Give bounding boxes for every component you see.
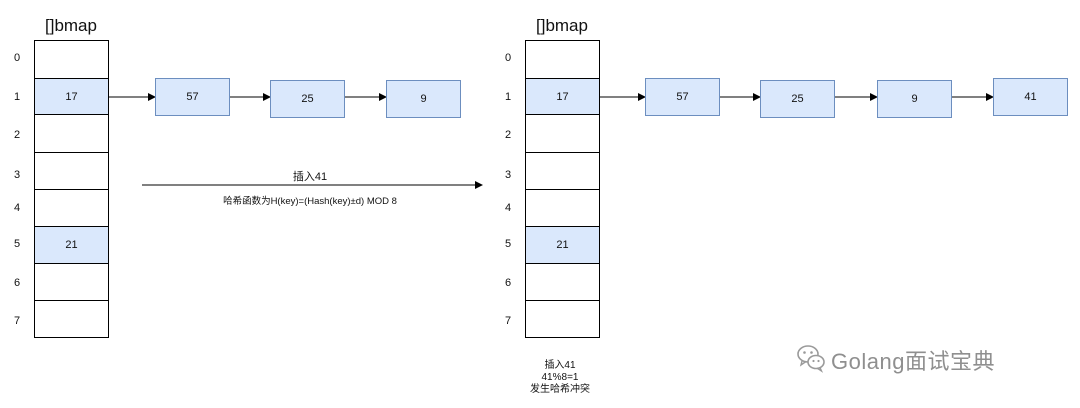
right-index-6: 6 (504, 277, 512, 289)
transition-formula: 哈希函数为H(key)=(Hash(key)±d) MOD 8 (223, 196, 397, 207)
left-title: []bmap (45, 16, 97, 35)
left-bucket-6 (34, 263, 109, 301)
right-chain-node-2: 25 (760, 80, 835, 118)
right-index-0: 0 (504, 52, 512, 64)
left-bucket-1-value: 17 (65, 90, 78, 103)
right-chain-node-3: 9 (877, 80, 952, 118)
right-index-1: 1 (504, 91, 512, 103)
left-bucket-4 (34, 189, 109, 227)
wechat-icon (796, 340, 826, 374)
right-index-7: 7 (504, 315, 512, 327)
right-title: []bmap (536, 16, 588, 35)
left-index-2: 2 (13, 129, 21, 141)
collision-note-line3: 发生哈希冲突 (530, 384, 590, 395)
left-bucket-0 (34, 40, 109, 79)
collision-note-line1: 插入41 (544, 360, 576, 371)
left-chain-node-3: 9 (386, 80, 461, 118)
right-bucket-2 (525, 114, 600, 153)
left-index-1: 1 (13, 91, 21, 103)
collision-note-line2: 41%8=1 (541, 372, 579, 383)
collision-note: 插入41 41%8=1 发生哈希冲突 (510, 360, 610, 396)
left-bucket-array: 17 21 (34, 40, 109, 338)
left-index-5: 5 (13, 238, 21, 250)
left-bucket-7 (34, 300, 109, 338)
right-index-2: 2 (504, 129, 512, 141)
left-bucket-5: 21 (34, 226, 109, 264)
right-index-4: 4 (504, 202, 512, 214)
right-index-3: 3 (504, 169, 512, 181)
right-index-5: 5 (504, 238, 512, 250)
left-index-0: 0 (13, 52, 21, 64)
right-bucket-1: 17 (525, 78, 600, 115)
left-index-3: 3 (13, 169, 21, 181)
left-bucket-2 (34, 114, 109, 153)
watermark-text: Golang面试宝典 (831, 349, 995, 374)
right-bucket-1-value: 17 (556, 90, 569, 103)
left-index-6: 6 (13, 277, 21, 289)
left-chain-node-2: 25 (270, 80, 345, 118)
right-bucket-0 (525, 40, 600, 79)
left-chain-node-1: 57 (155, 78, 230, 116)
left-bucket-5-value: 21 (65, 239, 78, 251)
left-index-7: 7 (13, 315, 21, 327)
transition-label: 插入41 (292, 171, 328, 183)
left-bucket-3 (34, 152, 109, 190)
left-index-4: 4 (13, 202, 21, 214)
right-bucket-5: 21 (525, 226, 600, 264)
right-bucket-3 (525, 152, 600, 190)
left-bucket-1: 17 (34, 78, 109, 115)
right-bucket-6 (525, 263, 600, 301)
right-chain-node-1: 57 (645, 78, 720, 116)
right-chain-node-4: 41 (993, 78, 1068, 116)
right-bucket-4 (525, 189, 600, 227)
right-bucket-array: 17 21 (525, 40, 600, 338)
right-bucket-5-value: 21 (556, 239, 569, 251)
right-bucket-7 (525, 300, 600, 338)
